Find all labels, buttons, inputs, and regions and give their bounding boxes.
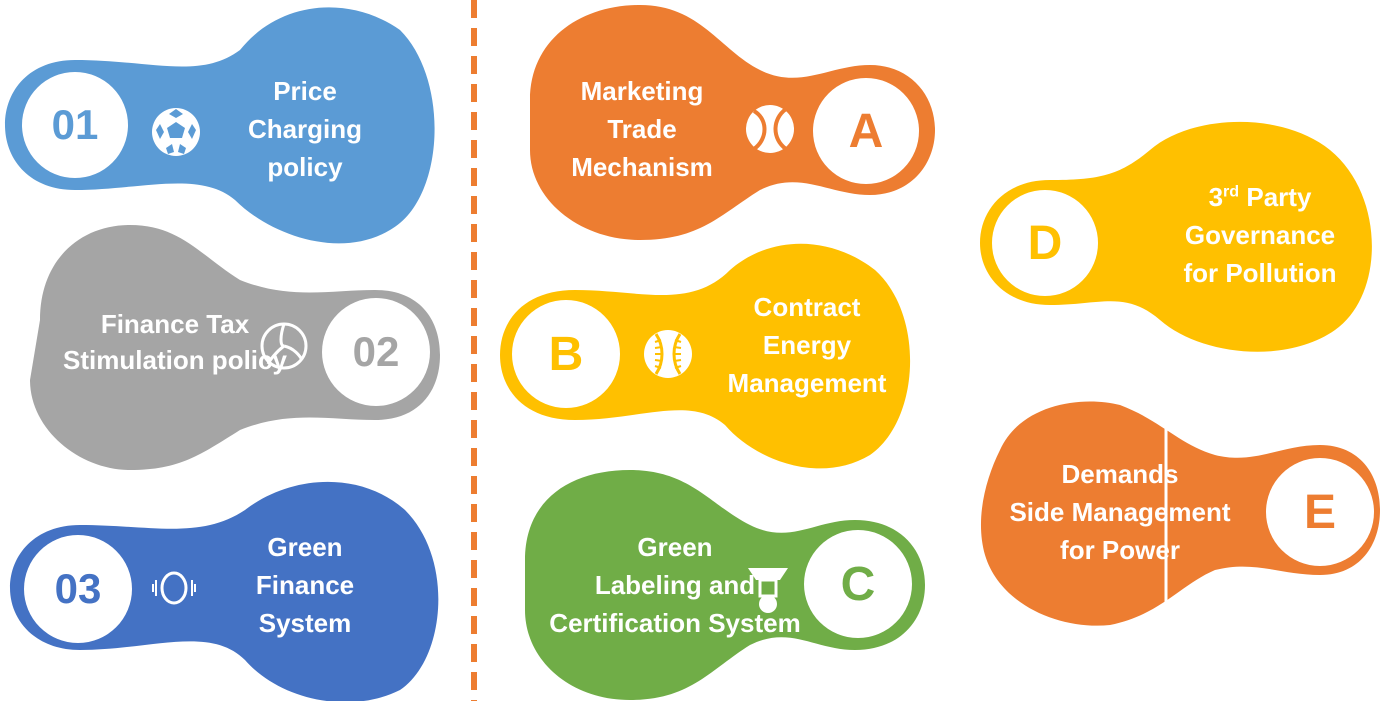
badge-e: E — [1266, 458, 1374, 566]
badge-c: C — [804, 530, 912, 638]
label-01: Price Charging policy — [247, 76, 363, 182]
badge-d: D — [992, 190, 1098, 296]
badge-03: 03 — [24, 535, 132, 643]
shape-c — [525, 470, 925, 700]
shape-a — [530, 5, 935, 240]
soccer-ball-icon — [150, 106, 202, 158]
label-02: Finance Tax Stimulation policy — [63, 309, 287, 375]
badminton-shuttlecock-icon — [742, 560, 794, 616]
badge-b: B — [512, 300, 620, 408]
shape-03 — [10, 481, 439, 701]
badge-02: 02 — [322, 298, 430, 406]
baseball-icon — [642, 328, 694, 380]
badge-a: A — [813, 78, 919, 184]
shape-01 — [5, 7, 435, 244]
label-a: Marketing Trade Mechanism — [571, 76, 713, 182]
label-03: Green Finance System — [255, 532, 355, 638]
shape-e — [980, 401, 1380, 626]
ring-icon — [150, 568, 198, 608]
label-e: Demands Side Management for Power — [1009, 459, 1231, 565]
shape-b — [500, 243, 911, 469]
label-c: Green Labeling and Certification System — [549, 532, 801, 638]
label-d: 3rd Party Governance for Pollution — [1160, 178, 1360, 292]
label-d-line-1: 3rd Party — [1208, 182, 1312, 212]
volleyball-icon — [258, 320, 310, 372]
shape-02 — [30, 225, 440, 470]
label-b: Contract Energy Management — [727, 292, 887, 398]
tennis-ball-icon — [744, 103, 796, 155]
badge-01: 01 — [22, 72, 128, 178]
shape-d — [980, 121, 1372, 352]
